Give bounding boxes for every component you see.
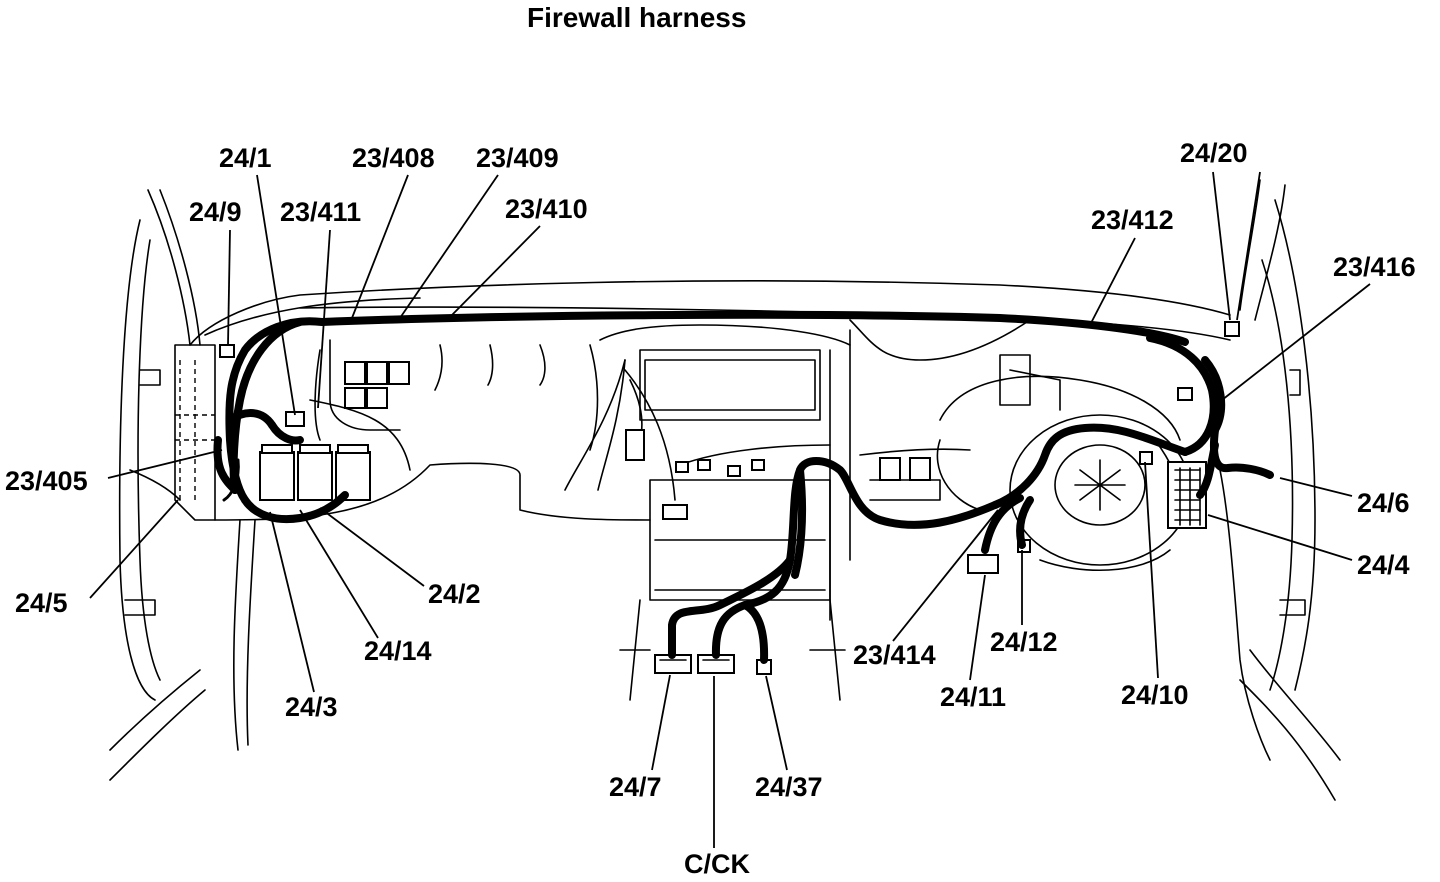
label-23-411: 23/411 (280, 197, 361, 227)
label-24-14: 24/14 (364, 636, 432, 666)
vehicle-body-outline (109, 179, 1341, 801)
connector-labels: 24/1 23/408 23/409 24/9 23/411 23/410 23… (5, 138, 1416, 879)
label-24-11: 24/11 (940, 682, 1006, 712)
label-24-20: 24/20 (1180, 138, 1248, 168)
label-24-37: 24/37 (755, 772, 823, 802)
label-23-409: 23/409 (476, 143, 559, 173)
label-24-9: 24/9 (189, 197, 242, 227)
relay-block-lower (259, 444, 371, 501)
label-24-4: 24/4 (1357, 550, 1410, 580)
bottom-connectors (654, 539, 1031, 675)
label-23-414: 23/414 (853, 640, 936, 670)
label-23-416: 23/416 (1333, 252, 1416, 282)
label-23-412: 23/412 (1091, 205, 1174, 235)
label-24-3: 24/3 (285, 692, 338, 722)
label-24-5: 24/5 (15, 588, 68, 618)
label-c-ck: C/CK (684, 849, 750, 879)
main-harness (213, 310, 1274, 664)
label-24-2: 24/2 (428, 579, 481, 609)
label-24-7: 24/7 (609, 772, 662, 802)
top-connectors (219, 321, 1240, 465)
leader-lines (89, 171, 1371, 848)
relay-block-right (869, 457, 941, 501)
label-24-1: 24/1 (219, 143, 272, 173)
label-24-12: 24/12 (990, 627, 1058, 657)
label-23-405: 23/405 (5, 466, 88, 496)
label-23-410: 23/410 (505, 194, 588, 224)
diagram-title: Firewall harness (527, 2, 746, 33)
label-24-6: 24/6 (1357, 488, 1410, 518)
relay-block-upper (344, 361, 410, 409)
middle-small-connectors (625, 429, 765, 520)
label-23-408: 23/408 (352, 143, 435, 173)
label-24-10: 24/10 (1121, 680, 1189, 710)
